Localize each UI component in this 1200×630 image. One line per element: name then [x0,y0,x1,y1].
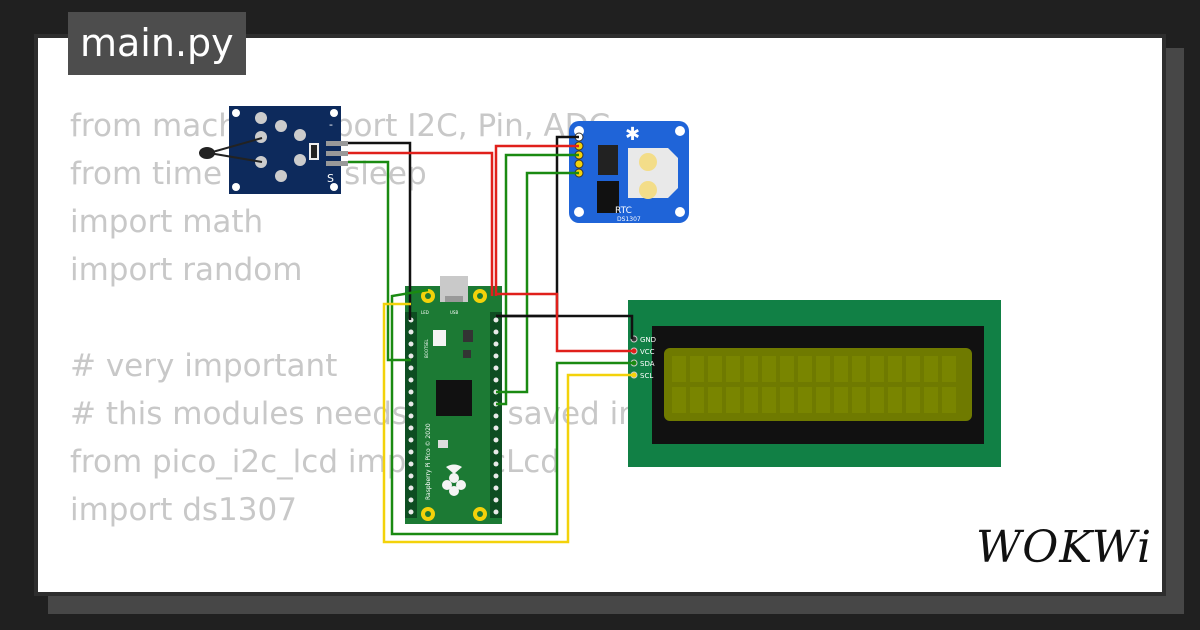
code-line: import math [70,204,264,240]
raspberry-logo-icon [442,464,466,496]
code-line: # I2C initialization [70,588,355,592]
wire-yellow-lcd [382,302,634,544]
star-logo-icon: ✱ [625,124,640,145]
pico-label: LED [421,310,429,315]
lcd-pin-label: SDA [640,360,655,368]
wire-black-ntc [348,141,412,320]
thermistor-bead [199,147,215,159]
code-line: import ds1307 [70,492,297,528]
rtc-module[interactable]: ✱ RTC DS1307 [569,121,689,223]
wire-green-ntc [348,160,411,362]
wire-green-rtc-scl [496,171,579,394]
lcd-pin-label: SCL [640,372,653,380]
wokwi-logo: WOKWi [976,522,1153,573]
lcd-1602-display[interactable]: GND VCC SDA SCL [628,300,1001,467]
wire-black-lcd [496,314,634,339]
wire-red-ntc [348,151,494,296]
lcd-pin-label: GND [640,336,656,344]
lcd-pin-label: VCC [640,348,655,356]
wire-red-rtc [494,144,579,296]
code-line: # very important [70,348,338,384]
pico-label: Raspberry Pi Pico © 2020 [425,423,432,500]
rtc-title: RTC [615,206,632,216]
wires [348,135,634,544]
wire-black-rtc [496,135,579,318]
pico-label: BOOTSEL [424,339,429,358]
ntc-pin-label: - [329,118,333,131]
raspberry-pi-pico[interactable]: USB LED BOOTSEL Raspberry Pi Pico © 2020 [405,276,502,524]
rtc-subtitle: DS1307 [617,216,641,223]
file-tab[interactable]: main.py [68,12,246,75]
ntc-temperature-sensor[interactable]: - S [199,106,348,194]
pico-label: USB [450,310,458,315]
wire-green-rtc-sda [496,153,579,406]
code-line: import random [70,252,303,288]
wire-green-lcd [390,288,634,536]
ntc-pin-label: S [327,172,334,185]
wire-red-lcd [496,292,634,353]
